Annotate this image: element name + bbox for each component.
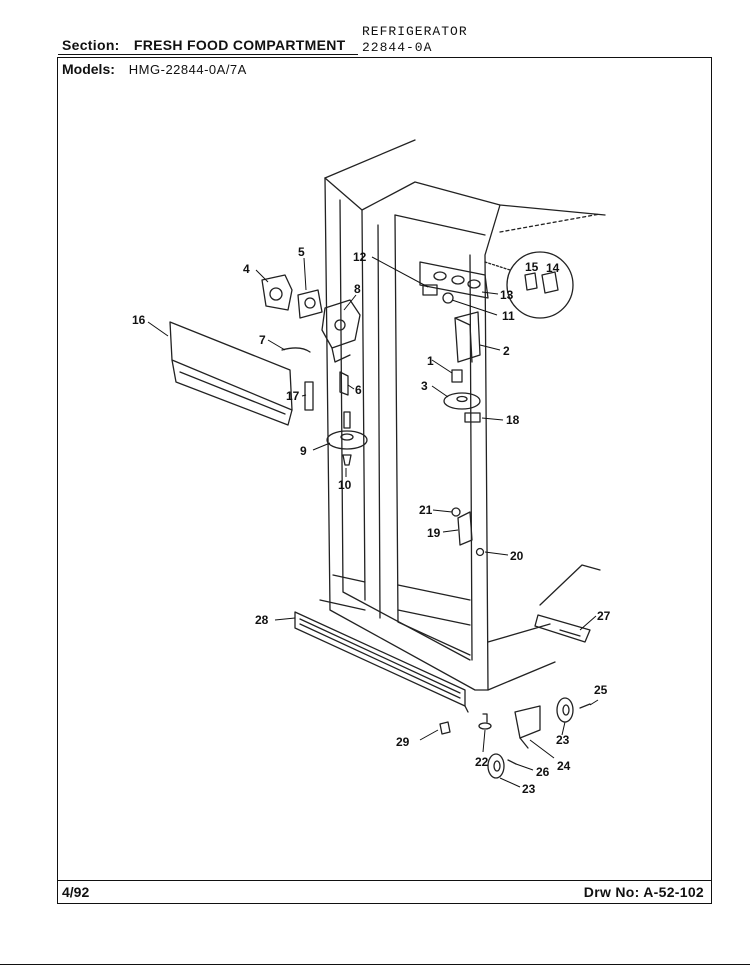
callout-26: 26 <box>536 765 550 779</box>
callout-24: 24 <box>557 759 571 773</box>
part-27-bracket <box>534 614 591 643</box>
models-value: HMG-22844-0A/7A <box>128 62 247 77</box>
page-bottom-rule <box>0 964 750 965</box>
callout-23-a: 23 <box>556 733 570 747</box>
callout-8: 8 <box>354 282 361 296</box>
leader-lines <box>147 256 599 788</box>
callout-29: 29 <box>396 735 410 749</box>
callout-10: 10 <box>338 478 352 492</box>
part-4-housing <box>261 274 293 311</box>
part-9-knob <box>326 411 368 450</box>
detail-circle <box>506 251 574 319</box>
part-18-control <box>464 412 481 423</box>
part-28-grille <box>294 611 469 713</box>
part-24-bracket <box>514 705 541 749</box>
callout-20: 20 <box>510 549 524 563</box>
models-label: Models: <box>62 61 115 77</box>
section-underline <box>58 54 358 55</box>
callout-21: 21 <box>419 503 433 517</box>
part-3-knob <box>443 392 481 410</box>
callout-14: 14 <box>546 261 560 275</box>
callout-4: 4 <box>243 262 250 276</box>
callout-2: 2 <box>503 344 510 358</box>
callout-6: 6 <box>355 383 362 397</box>
footer-divider <box>57 880 712 881</box>
part-2-shield <box>454 311 481 363</box>
product-type: REFRIGERATOR <box>362 24 468 39</box>
part-7-wire <box>281 347 311 353</box>
callout-13: 13 <box>500 288 514 302</box>
callout-15: 15 <box>525 260 539 274</box>
drawing-number: Drw No: A-52-102 <box>583 884 704 900</box>
callout-19: 19 <box>427 526 441 540</box>
part-1-switch <box>451 369 463 383</box>
callout-1: 1 <box>427 354 434 368</box>
callout-28: 28 <box>255 613 269 627</box>
callout-5: 5 <box>298 245 305 259</box>
callout-27: 27 <box>597 609 611 623</box>
part-29-screw <box>439 721 451 735</box>
part-10-screw <box>342 454 352 466</box>
callout-3: 3 <box>421 379 428 393</box>
callout-22: 22 <box>475 755 489 769</box>
part-23-roller-a <box>556 697 574 723</box>
part-8-housing <box>321 299 361 363</box>
part-12-socket <box>422 284 438 296</box>
part-11-bulb <box>442 292 454 304</box>
part-20-plug <box>475 547 485 557</box>
part-22-nut <box>478 713 492 730</box>
callout-7: 7 <box>259 333 266 347</box>
part-25-screw <box>579 703 591 709</box>
part-16-cover <box>169 321 293 426</box>
callout-9: 9 <box>300 444 307 458</box>
part-26-pin <box>507 759 517 765</box>
product-number: 22844-0A <box>362 40 433 55</box>
cabinet-body <box>319 139 606 691</box>
callout-25: 25 <box>594 683 608 697</box>
footer-date: 4/92 <box>62 884 90 900</box>
callout-23-b: 23 <box>522 782 536 796</box>
callout-18: 18 <box>506 413 520 427</box>
callout-16: 16 <box>132 313 146 327</box>
part-19-hinge <box>457 511 473 546</box>
part-17-switch <box>304 381 314 411</box>
part-5-fan <box>297 289 323 319</box>
part-23-roller-b <box>487 753 505 779</box>
section-label: Section: <box>62 37 120 53</box>
part-13-light-housing <box>419 261 489 299</box>
section-value: FRESH FOOD COMPARTMENT <box>133 37 346 53</box>
callout-12: 12 <box>353 250 367 264</box>
part-21-screw <box>451 507 461 517</box>
part-6-bracket <box>339 371 349 396</box>
diagram-frame <box>57 57 712 904</box>
callout-11: 11 <box>502 309 515 323</box>
callout-labels: 1 2 3 4 5 6 7 8 9 10 11 12 13 14 15 16 1… <box>132 245 611 796</box>
section-heading: Section: FRESH FOOD COMPARTMENT <box>62 37 346 53</box>
callout-17: 17 <box>286 389 300 403</box>
models-heading: Models: HMG-22844-0A/7A <box>62 61 247 77</box>
